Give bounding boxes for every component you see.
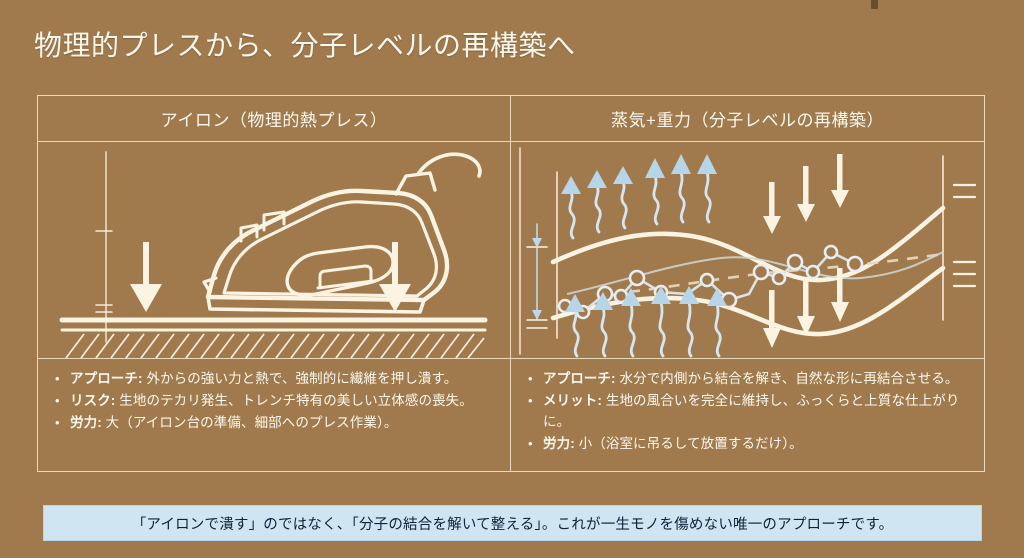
bullet-label: メリット: xyxy=(543,393,602,408)
list-item: メリット: 生地の風合いを完全に維持し、ふっくらと上質な仕上がりに。 xyxy=(525,390,970,432)
gravity-arrows-down-top xyxy=(763,154,849,234)
bullet-text: 生地のテカリ発生、トレンチ特有の美しい立体感の喪失。 xyxy=(119,393,473,408)
column-header-steam: 蒸気+重力（分子レベルの再構築） xyxy=(611,111,884,130)
column-header-iron: アイロン（物理的熱プレス） xyxy=(38,96,511,141)
iron-bullet-list: アプローチ: 外からの強い力と熱で、強制的に繊維を押し潰す。 リスク: 生地のテ… xyxy=(52,368,496,433)
iron-pressing-figure xyxy=(59,151,488,358)
table-header-row: アイロン（物理的熱プレス） 蒸気+重力（分子レベルの再構築） xyxy=(38,96,984,142)
bullet-text: 小（浴室に吊るして放置するだけ）。 xyxy=(578,436,803,451)
bullet-label: アプローチ: xyxy=(543,371,616,386)
bullet-label: 労力: xyxy=(70,415,102,430)
table-figure-row xyxy=(38,142,984,359)
steam-arrowheads-bottom xyxy=(565,286,727,312)
steam-bullet-list: アプローチ: 水分で内側から結合を解き、自然な形に再結合させる。 メリット: 生… xyxy=(525,368,970,454)
bullet-text: 大（アイロン台の準備、細部へのプレス作業）。 xyxy=(105,415,398,430)
table-bullets-row: アプローチ: 外からの強い力と熱で、強制的に繊維を押し潰す。 リスク: 生地のテ… xyxy=(38,359,984,471)
steam-gravity-molecular-figure xyxy=(519,147,977,358)
conclusion-banner-text: 「アイロンで潰す」のではなく、「分子の結合を解いて整える」。これが一生モノを傷め… xyxy=(131,516,894,533)
list-item: アプローチ: 外からの強い力と熱で、強制的に繊維を押し潰す。 xyxy=(52,368,496,389)
steam-arrowheads-top xyxy=(561,154,717,194)
list-item: アプローチ: 水分で内側から結合を解き、自然な形に再結合させる。 xyxy=(525,368,970,389)
list-item: リスク: 生地のテカリ発生、トレンチ特有の美しい立体感の喪失。 xyxy=(52,390,496,411)
steam-bullets-cell: アプローチ: 水分で内側から結合を解き、自然な形に再結合させる。 メリット: 生… xyxy=(511,359,984,471)
comparison-table: アイロン（物理的熱プレス） 蒸気+重力（分子レベルの再構築） xyxy=(37,95,985,472)
iron-illustration-cell xyxy=(38,142,511,358)
steam-arrows-up-bottom xyxy=(572,300,722,358)
downward-pressure-arrows xyxy=(130,242,411,312)
bullet-text: 外からの強い力と熱で、強制的に繊維を押し潰す。 xyxy=(146,371,458,386)
steam-arrows-up-top xyxy=(568,170,712,240)
list-item: 労力: 小（浴室に吊るして放置するだけ）。 xyxy=(525,433,970,454)
bullet-label: 労力: xyxy=(543,436,575,451)
bullet-text: 水分で内側から結合を解き、自然な形に再結合させる。 xyxy=(619,371,959,386)
bullet-label: リスク: xyxy=(70,393,116,408)
top-edge-artifact xyxy=(871,0,878,9)
gravity-arrows-down-bottom xyxy=(763,268,849,348)
steam-molecular-illustration-cell xyxy=(511,142,984,358)
bullet-label: アプローチ: xyxy=(70,371,143,386)
iron-bullets-cell: アプローチ: 外からの強い力と熱で、強制的に繊維を押し潰す。 リスク: 生地のテ… xyxy=(38,359,511,471)
conclusion-banner: 「アイロンで潰す」のではなく、「分子の結合を解いて整える」。これが一生モノを傷め… xyxy=(43,505,982,541)
bullet-text: 生地の風合いを完全に維持し、ふっくらと上質な仕上がりに。 xyxy=(543,393,960,429)
page-title: 物理的プレスから、分子レベルの再構築へ xyxy=(34,30,576,61)
list-item: 労力: 大（アイロン台の準備、細部へのプレス作業）。 xyxy=(52,412,496,433)
